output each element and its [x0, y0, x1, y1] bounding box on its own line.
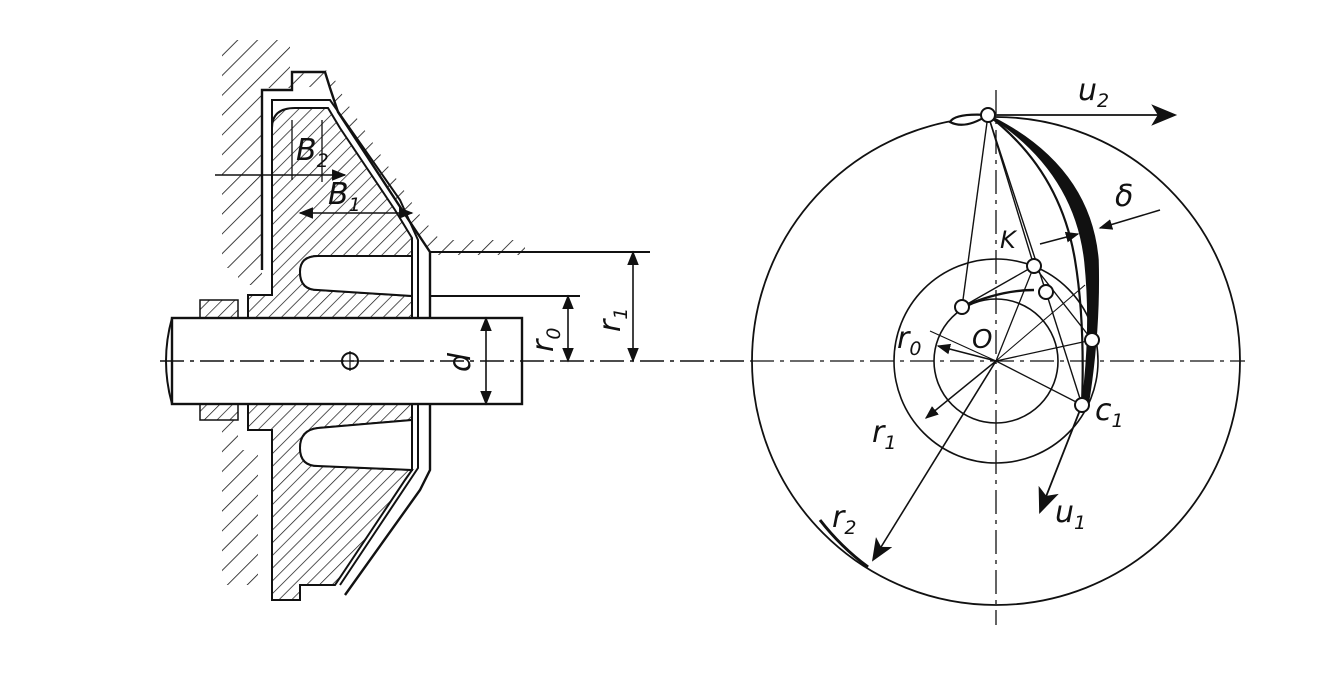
point-blade-outlet [980, 107, 996, 123]
circle-r1 [893, 258, 1099, 464]
label-o: O [972, 325, 992, 355]
label-u1: u1 [1055, 495, 1086, 534]
impeller-view: u2 δ K O r0 r1 r2 c1 u1 [750, 73, 1245, 625]
hub-seal-upper [199, 299, 239, 319]
label-r0: r0 [897, 321, 921, 360]
blade-channel-lower [298, 418, 413, 472]
housing-outline [260, 70, 432, 596]
delta-arrow-inner [1039, 231, 1080, 245]
point-k [1026, 258, 1042, 274]
outer-circle-r2 [751, 116, 1241, 606]
section-view: B2 B1 r1 r0 d [160, 40, 750, 601]
r0-radius-arrow [936, 343, 997, 362]
circle-r0 [933, 298, 1059, 424]
blade-channel-upper [298, 255, 413, 298]
point-r0 [954, 299, 970, 315]
label-u2: u2 [1078, 73, 1109, 112]
label-delta: δ [1115, 179, 1133, 214]
hub-seal-lower [199, 403, 239, 421]
u1-velocity-arrow [1038, 404, 1083, 515]
label-k: K [1000, 226, 1018, 254]
construction-line-1 [961, 114, 989, 308]
impeller-shroud-outer [271, 99, 419, 586]
label-b2: B2 [296, 133, 329, 172]
point-blade-inlet [1084, 332, 1100, 348]
label-r1: r1 [872, 415, 896, 454]
outer-arc-bold [818, 519, 869, 569]
blade-inner-edge [987, 114, 1084, 406]
delta-arrow-outer [1098, 209, 1161, 230]
r1-radius-arrow [924, 360, 997, 419]
housing-wall-lower [222, 420, 258, 585]
r2-radius-arrow [871, 360, 997, 562]
label-d: d [443, 352, 478, 372]
point-k2 [1038, 284, 1054, 300]
label-r1: r1 [593, 308, 632, 332]
label-r0: r0 [526, 328, 565, 352]
label-c1: c1 [1095, 393, 1124, 432]
label-b1: B1 [328, 177, 361, 216]
blade-tip [948, 113, 989, 126]
point-c1 [1074, 397, 1090, 413]
label-r2: r2 [832, 500, 856, 539]
